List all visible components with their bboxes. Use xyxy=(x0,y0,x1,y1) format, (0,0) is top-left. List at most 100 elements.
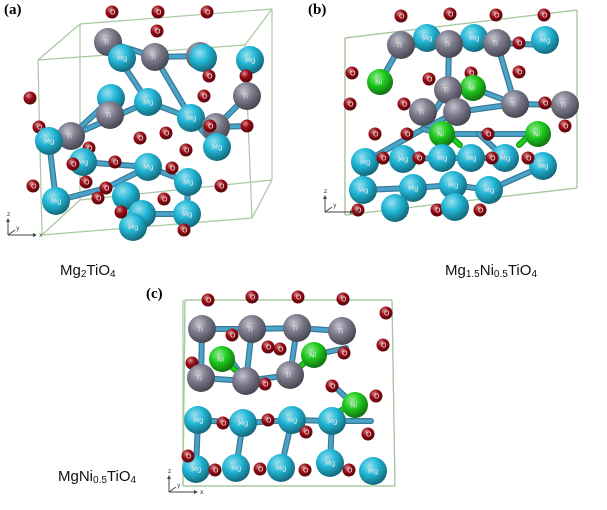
o-atom-label: O xyxy=(155,28,161,36)
mg-atom: Mg xyxy=(399,174,427,202)
o-atom-label: O xyxy=(278,346,284,354)
formula-text: TiO xyxy=(86,262,111,279)
o-atom: O xyxy=(422,72,436,86)
ni-atom-label: Ni xyxy=(217,356,224,364)
mg-atom: Mg xyxy=(475,176,503,204)
o-atom-label: O xyxy=(486,131,492,139)
z-axis-label: z xyxy=(324,188,327,195)
ti-atom: Ti xyxy=(233,82,261,110)
o-atom: O xyxy=(342,463,356,477)
o-atom: O xyxy=(150,24,164,38)
o-atom-label: O xyxy=(138,135,144,143)
mg-atom: Mg xyxy=(318,407,346,435)
mg-atom: Mg xyxy=(389,145,417,173)
mg-atom-label: Mg xyxy=(448,182,458,190)
formula-text: MgNi xyxy=(58,468,94,485)
o-atom: O xyxy=(201,293,215,307)
o-atom: O xyxy=(159,126,173,140)
z-axis-label: z xyxy=(7,211,10,218)
mg-atom: Mg xyxy=(229,409,257,437)
mg-atom: Mg xyxy=(351,148,379,176)
o-atom-label: O xyxy=(342,350,348,358)
mg-atom: Mg xyxy=(278,406,306,434)
o-atom: O xyxy=(105,5,119,19)
o-atom: O xyxy=(397,97,411,111)
ti-atom: Ti xyxy=(551,91,579,119)
formula-b: Mg1.5Ni0.5TiO4 xyxy=(445,262,537,280)
o-atom: O xyxy=(200,5,214,19)
o-atom: O xyxy=(512,65,526,79)
formula-c: MgNi0.5TiO4 xyxy=(58,468,136,486)
o-atom-label: O xyxy=(303,467,309,475)
o-atom xyxy=(114,205,128,219)
ni-atom-label: Ni xyxy=(468,85,475,93)
mg-atom xyxy=(441,193,469,221)
o-atom-label: O xyxy=(186,453,192,461)
ti-atom-label: Ti xyxy=(417,109,424,117)
mg-atom-label: Mg xyxy=(78,159,88,167)
z-axis-label: z xyxy=(168,468,171,475)
o-atom xyxy=(240,119,254,133)
o-atom: O xyxy=(489,8,503,22)
ti-atom: Ti xyxy=(434,76,462,104)
o-atom: O xyxy=(298,463,312,477)
o-atom-label: O xyxy=(399,13,405,21)
o-atom: O xyxy=(157,192,171,206)
mg-atom-label: Mg xyxy=(183,179,193,187)
o-atom: O xyxy=(351,203,365,217)
ti-atom-label: Ti xyxy=(102,39,109,47)
o-atom-label: O xyxy=(366,431,372,439)
y-axis-label: y xyxy=(177,482,181,489)
o-atom-label: O xyxy=(84,179,90,187)
o-atom: O xyxy=(343,97,357,111)
o-atom-label: O xyxy=(469,70,475,78)
ti-atom: Ti xyxy=(57,122,85,150)
mg-atom-label: Mg xyxy=(500,155,510,163)
o-atom: O xyxy=(361,427,375,441)
o-atom-label: O xyxy=(96,195,102,203)
o-atom-label: O xyxy=(202,93,208,101)
mg-atom: Mg xyxy=(531,26,559,54)
o-atom: O xyxy=(179,143,193,157)
o-atom-label: O xyxy=(542,12,548,20)
o-atom-label: O xyxy=(250,294,256,302)
formula-subscript: 4 xyxy=(130,475,137,486)
o-atom-label: O xyxy=(205,9,211,17)
mg-atom: Mg xyxy=(35,127,63,155)
o-atom-label: O xyxy=(348,101,354,109)
crystal-structure-a: TiTiTiMgMgOOOOOOOTiMgMgTiTiOOOOOOMgMgMgM… xyxy=(6,5,273,241)
ni-atom: Ni xyxy=(209,346,235,372)
o-atom-label: O xyxy=(427,76,433,84)
ti-atom: Ti xyxy=(141,43,169,71)
o-atom: O xyxy=(430,203,444,217)
o-atom: O xyxy=(261,340,275,354)
o-atom-label: O xyxy=(563,123,569,131)
o-atom: O xyxy=(181,449,195,463)
formula-text: Mg xyxy=(60,262,81,279)
o-atom-label: O xyxy=(113,159,119,167)
mg-atom-label: Mg xyxy=(212,144,222,152)
mg-atom: Mg xyxy=(316,449,344,477)
o-atom: O xyxy=(537,8,551,22)
o-atom-label: O xyxy=(356,207,362,215)
mg-atom-label: Mg xyxy=(51,198,61,206)
mg-atom xyxy=(381,194,409,222)
o-atom: O xyxy=(369,389,383,403)
o-atom: O xyxy=(203,119,217,133)
ti-atom: Ti xyxy=(283,314,311,342)
mg-atom: Mg xyxy=(174,168,202,196)
mg-atom-label: Mg xyxy=(469,35,479,43)
mg-atom: Mg xyxy=(267,454,295,482)
mg-atom-label: Mg xyxy=(484,187,494,195)
x-axis-label: x xyxy=(356,209,360,216)
formula-a: Mg2TiO4 xyxy=(60,262,116,280)
o-atom: O xyxy=(177,223,191,237)
o-atom-label: O xyxy=(304,429,310,437)
o-atom: O xyxy=(291,290,305,304)
mg-atom-label: Mg xyxy=(538,163,548,171)
o-atom: O xyxy=(512,36,526,50)
mg-atom-label: Mg xyxy=(182,211,192,219)
mg-atom-label: Mg xyxy=(325,460,335,468)
